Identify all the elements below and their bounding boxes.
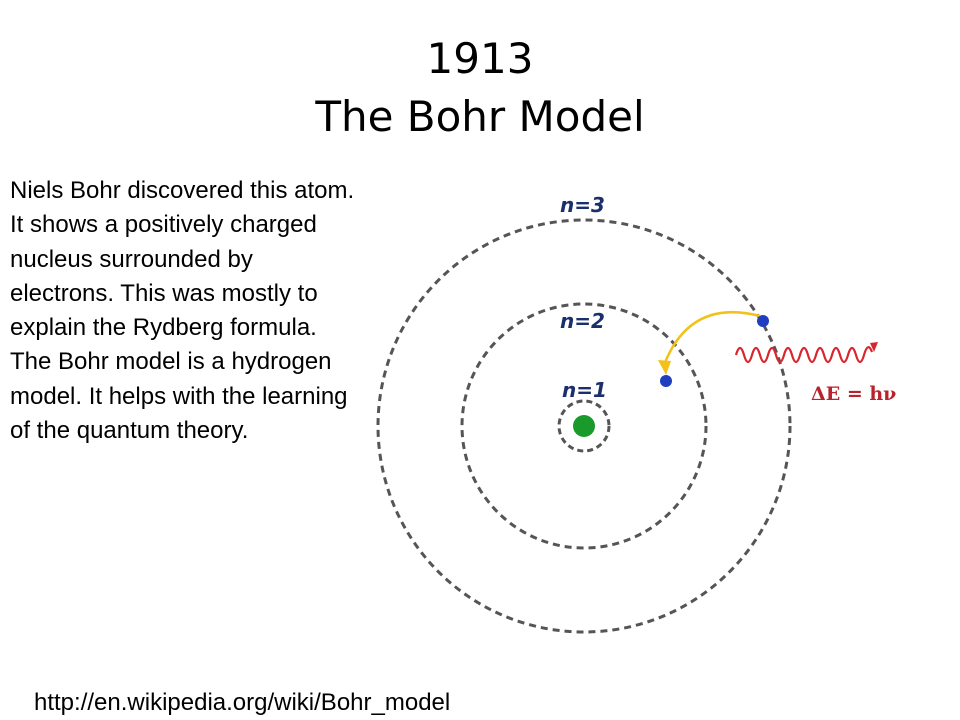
energy-label: ΔE = hν <box>811 383 896 405</box>
title-heading: The Bohr Model <box>315 92 645 141</box>
bohr-model-diagram: n=3 n=2 n=1 ΔE = hν <box>376 193 896 634</box>
transition-arrowhead <box>658 360 671 375</box>
orbit-n2 <box>460 302 708 550</box>
orbit-n3 <box>376 218 792 634</box>
title-year: 1913 <box>426 34 534 83</box>
slide-title: 1913 The Bohr Model <box>0 30 960 146</box>
orbit-n1 <box>557 399 611 453</box>
orbit-label-n2: n=2 <box>560 309 605 333</box>
photon-arrowhead <box>870 342 878 352</box>
orbit-label-n3: n=3 <box>560 193 605 217</box>
electron-n3 <box>757 315 769 327</box>
orbit-label-n1: n=1 <box>562 378 607 402</box>
source-link[interactable]: http://en.wikipedia.org/wiki/Bohr_model <box>34 689 451 716</box>
electron-n2 <box>660 375 672 387</box>
nucleus <box>573 415 595 437</box>
body-text: Niels Bohr discovered this atom. It show… <box>10 177 355 445</box>
transition-arrow <box>662 311 761 366</box>
photon-wave <box>734 346 874 364</box>
